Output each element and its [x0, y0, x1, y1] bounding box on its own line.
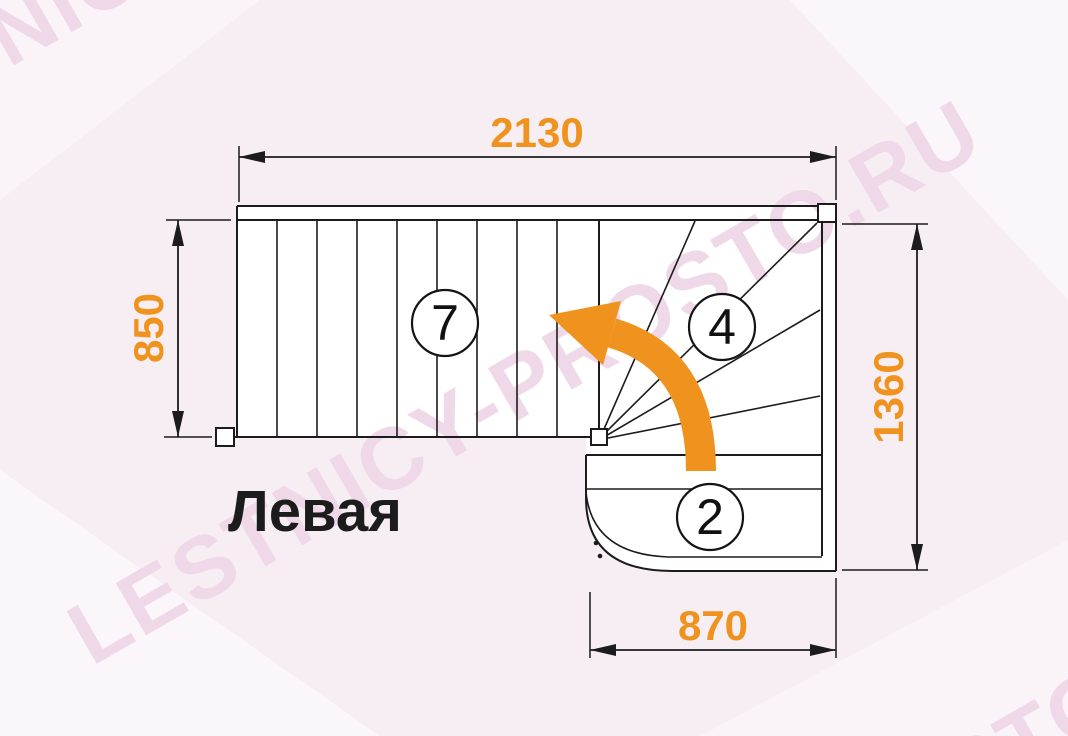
step-number-circle [410, 288, 480, 358]
dimension-arrowhead [239, 151, 265, 163]
dimension-right-height: 1360 [842, 223, 928, 571]
winder-step-line [600, 220, 696, 437]
turn-left-direction-arrow [549, 301, 716, 472]
newel-post-left [215, 427, 235, 447]
dimension-arrowhead [810, 644, 836, 656]
background-triangle [0, 0, 260, 200]
marker-dot [593, 540, 599, 546]
step-number-straight-flight: 7 [410, 288, 480, 358]
straight-flight [234, 205, 836, 438]
dimension-arrowhead [911, 224, 923, 250]
marker-dot [597, 553, 603, 559]
newel-post-top-right [817, 203, 837, 223]
newel-posts [215, 203, 837, 447]
direction-arrow-head [549, 301, 621, 365]
winder-step-line [603, 309, 821, 438]
step-number-label: 4 [708, 299, 736, 355]
step-number-circle [687, 292, 757, 362]
background-triangle [0, 470, 380, 736]
plan-title: Левая [228, 479, 402, 544]
background-triangle [700, 540, 1068, 736]
dimension-arrowhead [911, 544, 923, 570]
curved-starting-step-edge [585, 491, 822, 558]
newel-post-center [590, 428, 608, 446]
step-number-winder: 4 [687, 292, 757, 362]
dimension-value: 870 [678, 602, 748, 649]
step-number-label: 2 [696, 489, 724, 545]
dimension-value: 2130 [490, 109, 583, 156]
dimension-lower-flight-width: 870 [589, 578, 837, 658]
dimension-value: 1360 [865, 350, 912, 443]
dimension-arrowhead [172, 220, 184, 246]
step-number-label: 7 [431, 295, 459, 351]
dimension-flight-width: 850 [125, 219, 231, 438]
dimension-arrowhead [590, 644, 616, 656]
step-number-lower-flight: 2 [675, 482, 745, 552]
stair-body-fill [237, 206, 836, 571]
dimension-total-length: 2130 [238, 109, 837, 202]
dimension-arrowhead [810, 151, 836, 163]
winder-step-line [602, 395, 821, 440]
dimension-arrowhead [172, 411, 184, 437]
direction-arrow-shaft [607, 318, 716, 472]
dimension-value: 850 [125, 293, 172, 363]
step-number-circle [675, 482, 745, 552]
rounded-corner-outer-curve [585, 497, 673, 572]
background-triangle [790, 0, 1068, 300]
